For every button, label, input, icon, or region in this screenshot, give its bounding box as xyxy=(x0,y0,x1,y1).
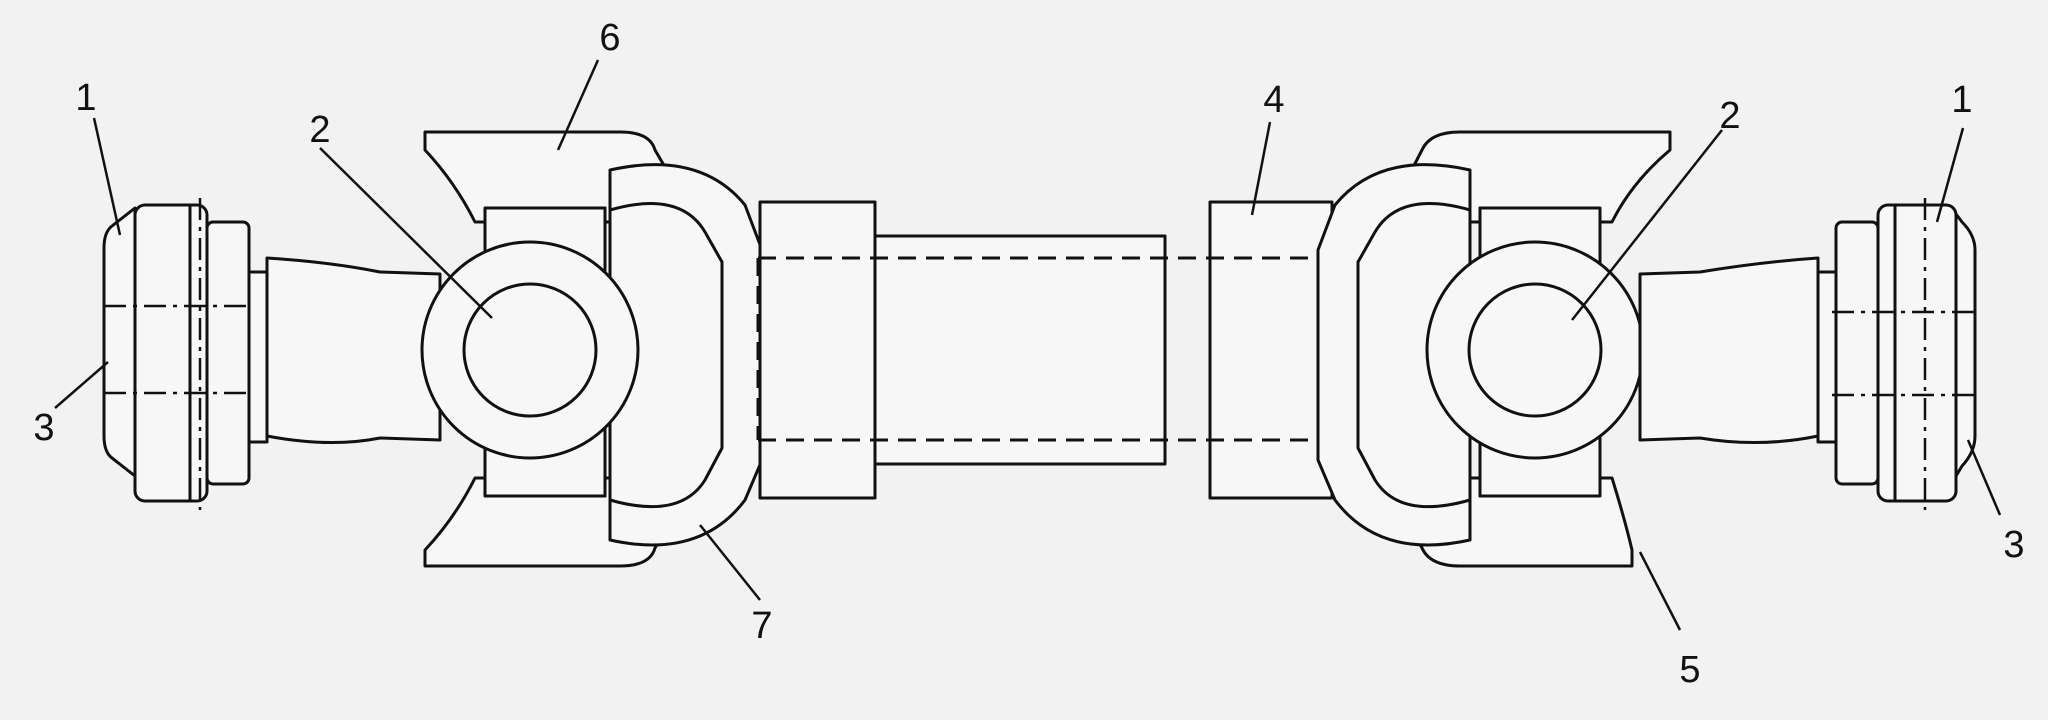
label-cross-left: 2 xyxy=(309,109,330,151)
leader-lines xyxy=(54,59,2002,631)
label-flange-right: 1 xyxy=(1951,79,1972,121)
left-neck xyxy=(265,256,442,445)
label-cross-right: 2 xyxy=(1719,95,1740,137)
left-flange xyxy=(102,198,269,510)
left-cross-bearing xyxy=(420,240,640,460)
shaft-tubes xyxy=(756,200,1362,500)
label-shaft-tube: 4 xyxy=(1263,79,1284,121)
right-cross-bearing xyxy=(1425,240,1645,460)
label-yoke-left: 6 xyxy=(599,17,620,59)
right-neck xyxy=(1638,256,1820,445)
label-yoke-bottom-left: 7 xyxy=(751,605,772,647)
label-bolt-left: 3 xyxy=(33,407,54,449)
right-flange xyxy=(1816,198,1977,510)
label-yoke-right: 5 xyxy=(1679,649,1700,691)
label-bolt-right: 3 xyxy=(2003,524,2024,566)
part-labels: 1 2 3 6 7 4 2 1 3 5 xyxy=(33,17,2024,691)
label-flange-left: 1 xyxy=(75,77,96,119)
